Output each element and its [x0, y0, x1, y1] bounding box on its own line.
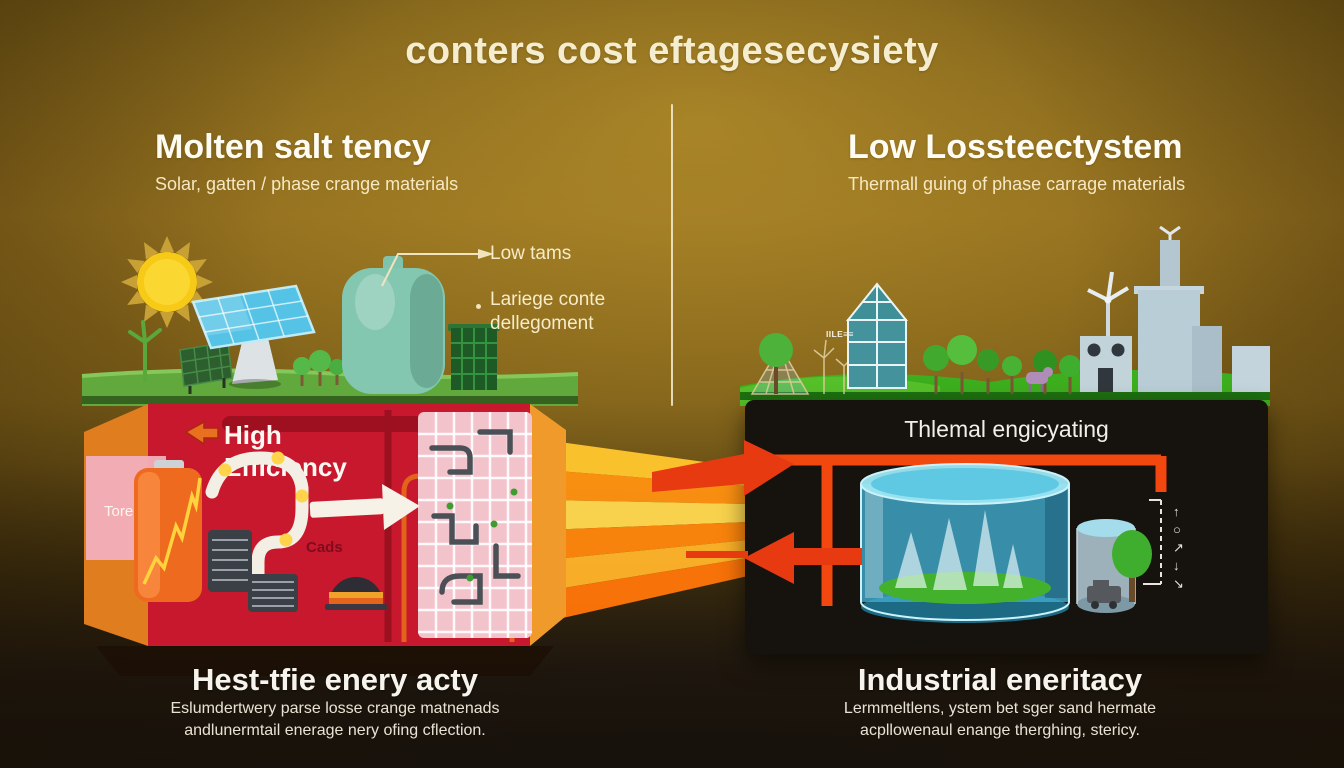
thermal-panel-title: Thlemal engicyating: [904, 416, 1109, 442]
tower-building-icon: [1134, 226, 1222, 392]
right-section-title: Low Lossteectystem: [848, 128, 1183, 166]
thermal-tank-icon: [860, 463, 1070, 623]
grid-squiggles: [429, 429, 521, 605]
right-caption-line2: acpllowenaul enange therghing, stericy.: [860, 722, 1140, 740]
left-caption-title: Hest-tfie enery acty: [191, 662, 478, 697]
callout-bullet: [476, 304, 481, 309]
flow-glyph-4: ↓: [1173, 558, 1180, 573]
side-building-icon: [1232, 346, 1270, 392]
canister-chart-icon: [134, 460, 202, 602]
sketch-structures-icon: [750, 339, 853, 395]
renewable-sources-illustration: [81, 236, 579, 406]
storage-tank-icon: [342, 256, 445, 394]
box-shadow-base: [96, 646, 554, 676]
thermal-storage-illustration: ↑ ○ ↗ ↓ ↘: [767, 454, 1184, 623]
lattice-container-icon: [448, 324, 500, 390]
ruler-scale-icon: [1143, 499, 1162, 585]
heat-exchanger-grid: [418, 412, 532, 638]
mini-solar-panel-icon: [179, 341, 233, 394]
right-section-subtitle: Thermall guing of phase carrage material…: [848, 173, 1186, 194]
left-section-header: Molten salt tency Solar, gatten / phase …: [155, 128, 459, 195]
right-caption: Industrial eneritacy Lermmeltlens, ystem…: [775, 662, 1225, 743]
tiny-annotation: IILE≡≡: [826, 329, 854, 339]
radiator-blocks-icon: [208, 530, 298, 612]
machine-label: Cads: [306, 539, 343, 556]
section-divider: [671, 104, 673, 406]
left-section-subtitle: Solar, gatten / phase crange materials: [155, 173, 459, 194]
heat-beam: [545, 440, 748, 622]
flow-glyph-1: ↑: [1173, 504, 1180, 519]
boiler-dome-icon: [325, 577, 387, 610]
thermal-storage-panel: Thlemal engicyating ↑ ○ ↗ ↓ ↘: [745, 400, 1268, 654]
purple-animal-icon: [1026, 367, 1053, 392]
callout-large-line1: Lariege conte: [490, 289, 606, 310]
molten-salt-cross-section: Tore High Efficiency: [84, 404, 566, 676]
greenhouse-icon: [845, 282, 909, 389]
left-caption-line1: Eslumdertwery parse losse crange matnena…: [170, 700, 500, 717]
flow-glyph-3: ↗: [1173, 540, 1184, 555]
trees-icon: [293, 350, 345, 386]
callout-large-line2: dellegoment: [490, 312, 594, 334]
right-section-header: Low Lossteectystem Thermall guing of pha…: [848, 128, 1186, 195]
cart-icon: [1087, 580, 1121, 609]
left-caption-line2: andlunermtail enerage nery ofing cflecti…: [184, 722, 486, 740]
main-title: conters cost eftagesecysiety: [405, 30, 939, 72]
city-illustration: [740, 226, 1270, 406]
tree-icon: [1112, 530, 1152, 602]
left-section-title: Molten salt tency: [155, 128, 431, 166]
left-tree-icon: [759, 333, 793, 394]
callout-low-tams: Low tams: [490, 243, 572, 264]
pipe-loop-icon: [767, 454, 1167, 606]
solar-panel-icon: [191, 284, 316, 389]
flow-glyph-2: ○: [1173, 522, 1181, 537]
factory-wind-turbine-icon: [1087, 271, 1130, 338]
box-right-side: [530, 404, 566, 646]
flow-arrow-icon: [309, 484, 420, 530]
side-panel-label: Tore: [104, 503, 133, 520]
callout-arrow-icon: [381, 249, 494, 287]
white-pipes-icon: [205, 451, 309, 583]
right-caption-line1: Lermmeltlens, ystem bet sger sand hermat…: [843, 700, 1157, 717]
high-efficiency-label-1: High: [224, 420, 282, 450]
callout-large-capacity: Lariege conte dellegoment: [476, 288, 606, 336]
wind-turbine-icon: [128, 320, 162, 382]
high-efficiency-arrow-icon: [184, 420, 219, 446]
flow-glyphs: ↑ ○ ↗ ↓ ↘: [1173, 504, 1184, 591]
right-caption-title: Industrial eneritacy: [857, 662, 1143, 697]
factory-building-icon: [1080, 336, 1132, 392]
flow-glyph-5: ↘: [1173, 576, 1184, 591]
left-caption: Hest-tfie enery acty Eslumdertwery parse…: [110, 662, 560, 743]
sun-icon: [121, 236, 213, 328]
